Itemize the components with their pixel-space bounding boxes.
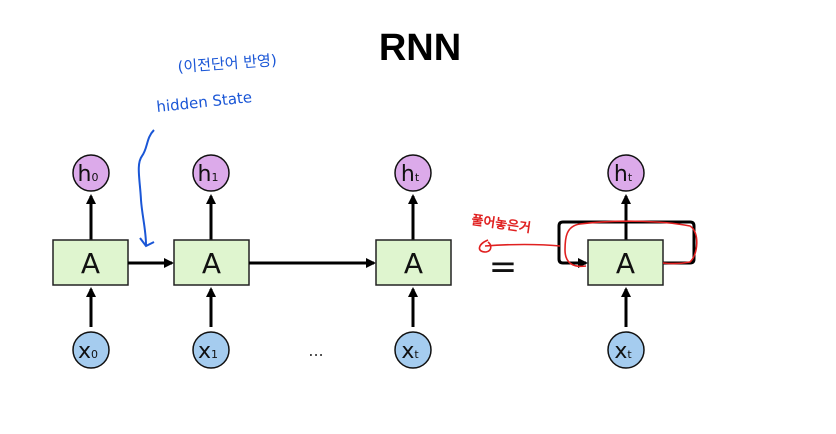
annotation-hidden-state: hidden State <box>156 88 253 116</box>
ellipsis: ... <box>308 341 323 360</box>
hidden-state-node <box>72 154 110 192</box>
input-node <box>72 331 110 369</box>
annotation-pointer-line <box>137 129 155 246</box>
diagram-title: RNN <box>379 27 461 69</box>
cell-label: A <box>202 247 221 280</box>
unrolled-step-0: A h0 x0 <box>52 154 129 369</box>
cell-label: A <box>81 247 100 280</box>
hidden-state-node <box>607 154 645 192</box>
annotation-loop-highlight <box>564 220 698 268</box>
annotation-arrowhead-icon <box>139 237 155 248</box>
unrolled-step-t: A ht xt <box>375 154 452 369</box>
input-label: x0 <box>78 339 98 364</box>
rnn-cell <box>587 239 664 286</box>
hidden-state-node <box>394 154 432 192</box>
hidden-state-label: h1 <box>198 162 219 187</box>
input-node <box>394 331 432 369</box>
input-label: xt <box>614 339 632 364</box>
input-node <box>607 331 645 369</box>
cell-label: A <box>404 247 423 280</box>
annotation-arrowhead-icon <box>478 239 492 253</box>
input-label: xt <box>401 339 419 364</box>
hidden-state-label: ht <box>614 162 633 187</box>
hidden-state-label: h0 <box>78 162 99 187</box>
hidden-state-node <box>192 154 230 192</box>
rnn-cell <box>375 239 452 286</box>
hidden-state-label: ht <box>401 162 420 187</box>
annotation-previous-word: (이전단어 반영) <box>177 51 277 76</box>
input-label: x1 <box>198 339 218 364</box>
rolled-rnn: A ht xt <box>557 154 696 369</box>
blue-annotation: (이전단어 반영) hidden State <box>137 51 277 248</box>
input-node <box>192 331 230 369</box>
equals-sign: = <box>489 247 518 287</box>
unrolled-step-1: A h1 x1 <box>173 154 250 369</box>
annotation-unrolled: 풀어놓은거 <box>470 212 531 236</box>
annotation-pointer-line <box>484 243 561 247</box>
cell-label: A <box>616 247 635 280</box>
